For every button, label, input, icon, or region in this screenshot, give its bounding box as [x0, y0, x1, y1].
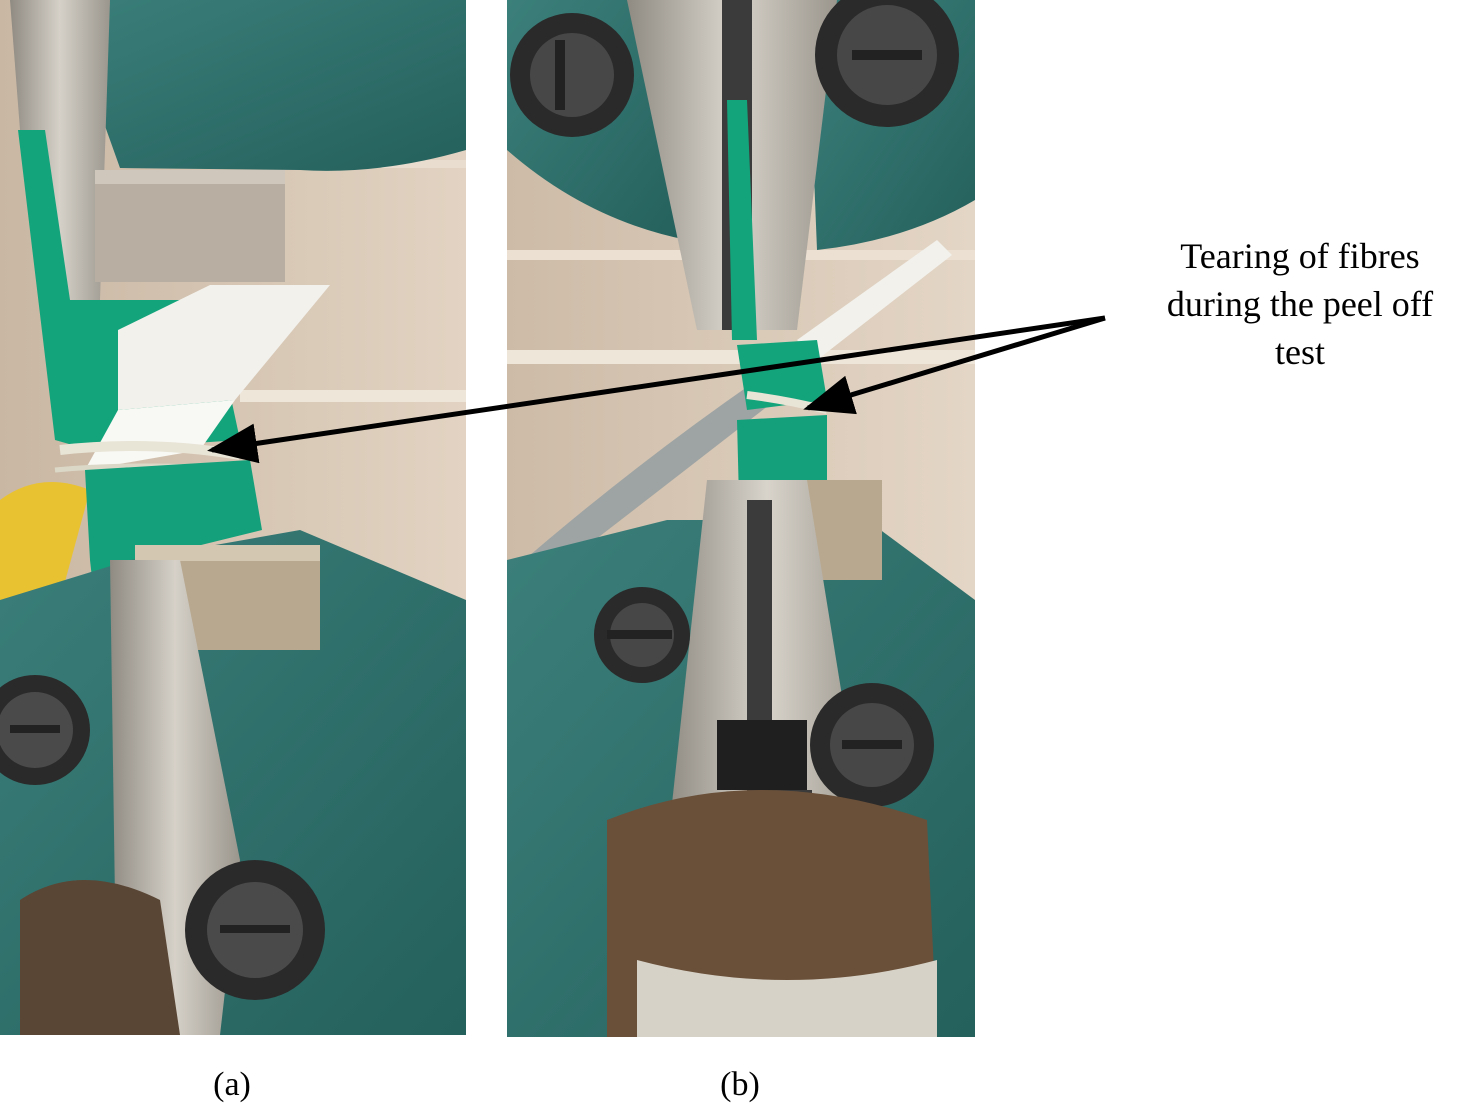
annotation-line-2: during the peel off [1166, 284, 1434, 324]
caption-panel-b: (b) [720, 1066, 760, 1103]
annotation-line-3: test [1275, 332, 1325, 372]
annotation-label: Tearing of fibres during the peel off te… [1130, 232, 1459, 376]
annotation-line-1: Tearing of fibres [1180, 236, 1420, 276]
peel-test-photo-b [507, 0, 975, 1037]
photo-panel-a [0, 0, 466, 1035]
photo-panel-b [507, 0, 975, 1037]
caption-panel-a: (a) [213, 1066, 251, 1103]
peel-test-photo-a [0, 0, 466, 1035]
